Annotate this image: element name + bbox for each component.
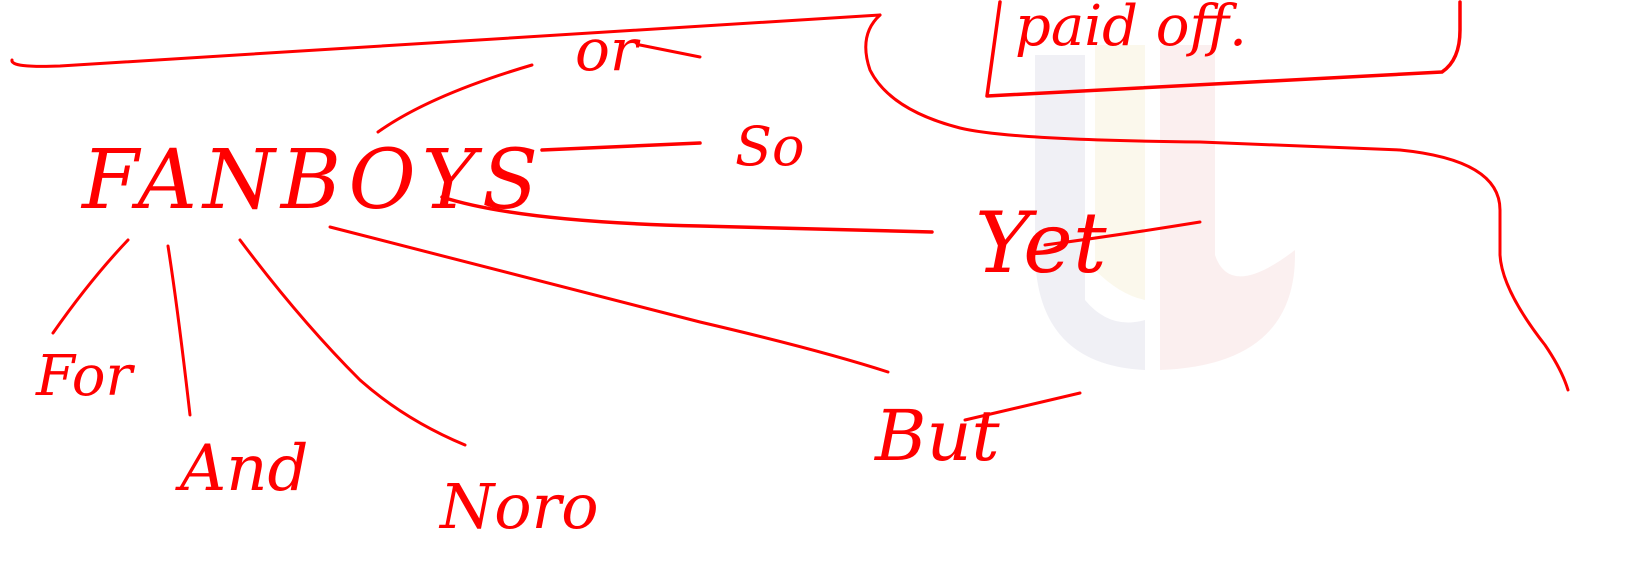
ink-layer: paid off. FANBOYS or So Yet For And Noro… — [12, 0, 1568, 543]
watermark-right-bar — [1160, 45, 1295, 370]
center-label-fanboys: FANBOYS — [80, 133, 544, 228]
branch-line-so — [542, 143, 700, 150]
branch-label-but: But — [873, 395, 1001, 477]
branch-line-for — [53, 240, 128, 333]
branch-label-or: or — [575, 16, 641, 84]
branch-line-or — [378, 65, 532, 132]
branch-line-nor — [240, 240, 465, 445]
branch-label-for: For — [35, 344, 136, 409]
branch-line-and — [168, 246, 190, 415]
branch-label-yet: Yet — [975, 194, 1107, 292]
top-connector-line — [12, 15, 880, 66]
branch-label-and: And — [175, 432, 308, 506]
branch-line-but — [330, 227, 888, 372]
branch-line-or-right — [640, 45, 700, 57]
branch-label-so: So — [735, 115, 805, 178]
boxed-note-text: paid off. — [1015, 0, 1247, 59]
branch-label-nor: Noro — [438, 470, 599, 543]
